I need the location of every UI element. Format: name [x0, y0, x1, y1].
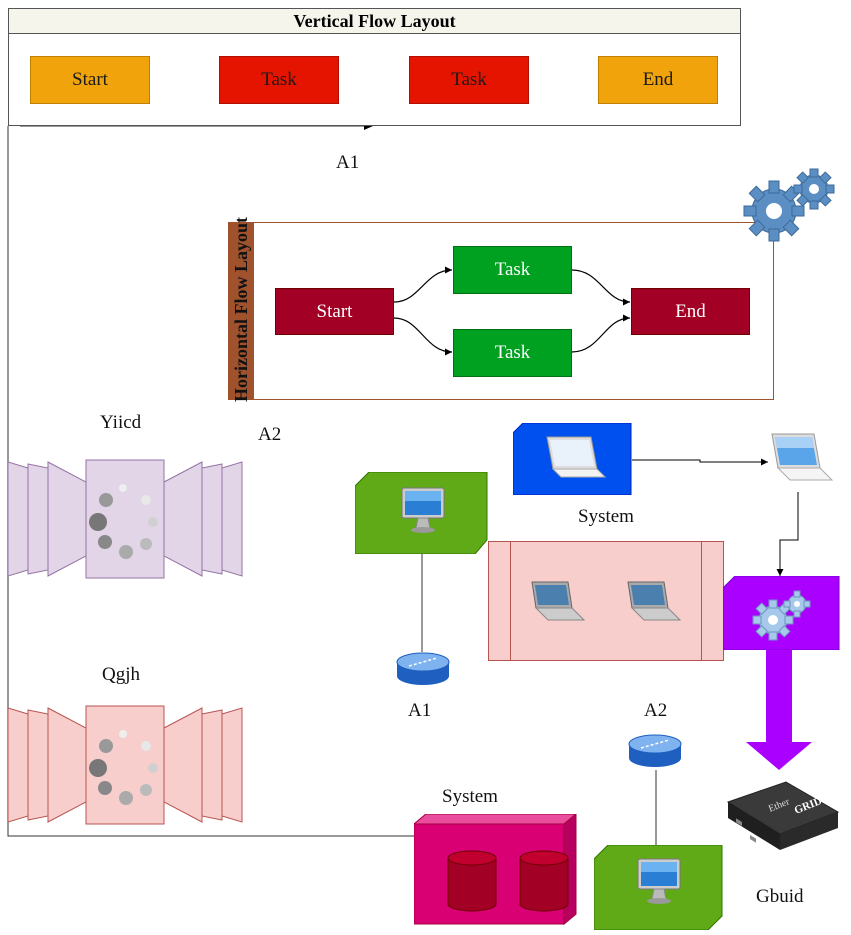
database-icon: [519, 850, 569, 912]
edge-task-top-end: [571, 269, 631, 306]
vertical-flow-title: Vertical Flow Layout: [9, 9, 740, 34]
spinner-icon: [89, 730, 158, 805]
gears-card-purple[interactable]: [723, 576, 841, 650]
laptop-icon[interactable]: [766, 432, 834, 492]
edge-start-task-top: [393, 266, 453, 303]
label-qgjh: Qgjh: [102, 664, 140, 685]
label-system-storage: System: [442, 786, 498, 807]
storage-icon[interactable]: [414, 814, 578, 926]
monitor-card-bottom[interactable]: [594, 845, 724, 930]
label-a2-bottom: A2: [644, 700, 668, 721]
laptop-icon: [546, 436, 607, 478]
horizontal-flow-title: Horizontal Flow Layout: [231, 217, 251, 403]
laptop-card-blue[interactable]: [513, 423, 633, 495]
edge-laptop-gears: [776, 492, 799, 576]
laptop-icon[interactable]: [526, 580, 588, 626]
laptop-group-container: [488, 541, 724, 661]
purple-flow-arrow: [746, 650, 812, 770]
laptop-group-divider-right: [701, 541, 702, 661]
ethergrid-device-icon[interactable]: Ether GRID: [726, 776, 842, 854]
vflow-node-end[interactable]: End: [598, 56, 718, 104]
spinner-icon: [89, 484, 158, 559]
label-a1-bottom: A1: [408, 700, 432, 721]
router-icon-a2[interactable]: [627, 734, 683, 770]
hflow-node-task-top[interactable]: Task: [453, 246, 572, 294]
hflow-node-task-bottom[interactable]: Task: [453, 329, 572, 377]
label-a1-top: A1: [336, 152, 360, 173]
gears-icon: [743, 168, 835, 242]
router-icon-a1[interactable]: [395, 652, 451, 688]
label-gbuid: Gbuid: [756, 886, 804, 907]
hflow-node-end[interactable]: End: [631, 288, 750, 335]
hflow-node-start[interactable]: Start: [275, 288, 394, 335]
label-a2-top: A2: [258, 424, 282, 445]
vflow-node-start[interactable]: Start: [30, 56, 150, 104]
loading-shape-qgjh: [8, 705, 243, 825]
monitor-icon: [401, 487, 445, 533]
vflow-node-task-1[interactable]: Task: [219, 56, 339, 104]
laptop-group-divider-left: [510, 541, 511, 661]
edge-task-bottom-end: [571, 314, 631, 353]
edge-start-task-bottom: [393, 317, 453, 356]
label-yiicd: Yiicd: [100, 412, 142, 433]
edge-laptop-laptop: [632, 458, 768, 466]
horizontal-flow-header: [228, 222, 254, 400]
monitor-icon: [637, 858, 681, 904]
laptop-icon[interactable]: [622, 580, 684, 626]
database-icon: [447, 850, 497, 912]
loading-shape-yiicd: [8, 459, 243, 579]
monitor-card-top[interactable]: [355, 472, 489, 554]
vflow-node-task-2[interactable]: Task: [409, 56, 529, 104]
label-system-laptop: System: [578, 506, 634, 527]
edge-left-loop: [7, 126, 418, 837]
